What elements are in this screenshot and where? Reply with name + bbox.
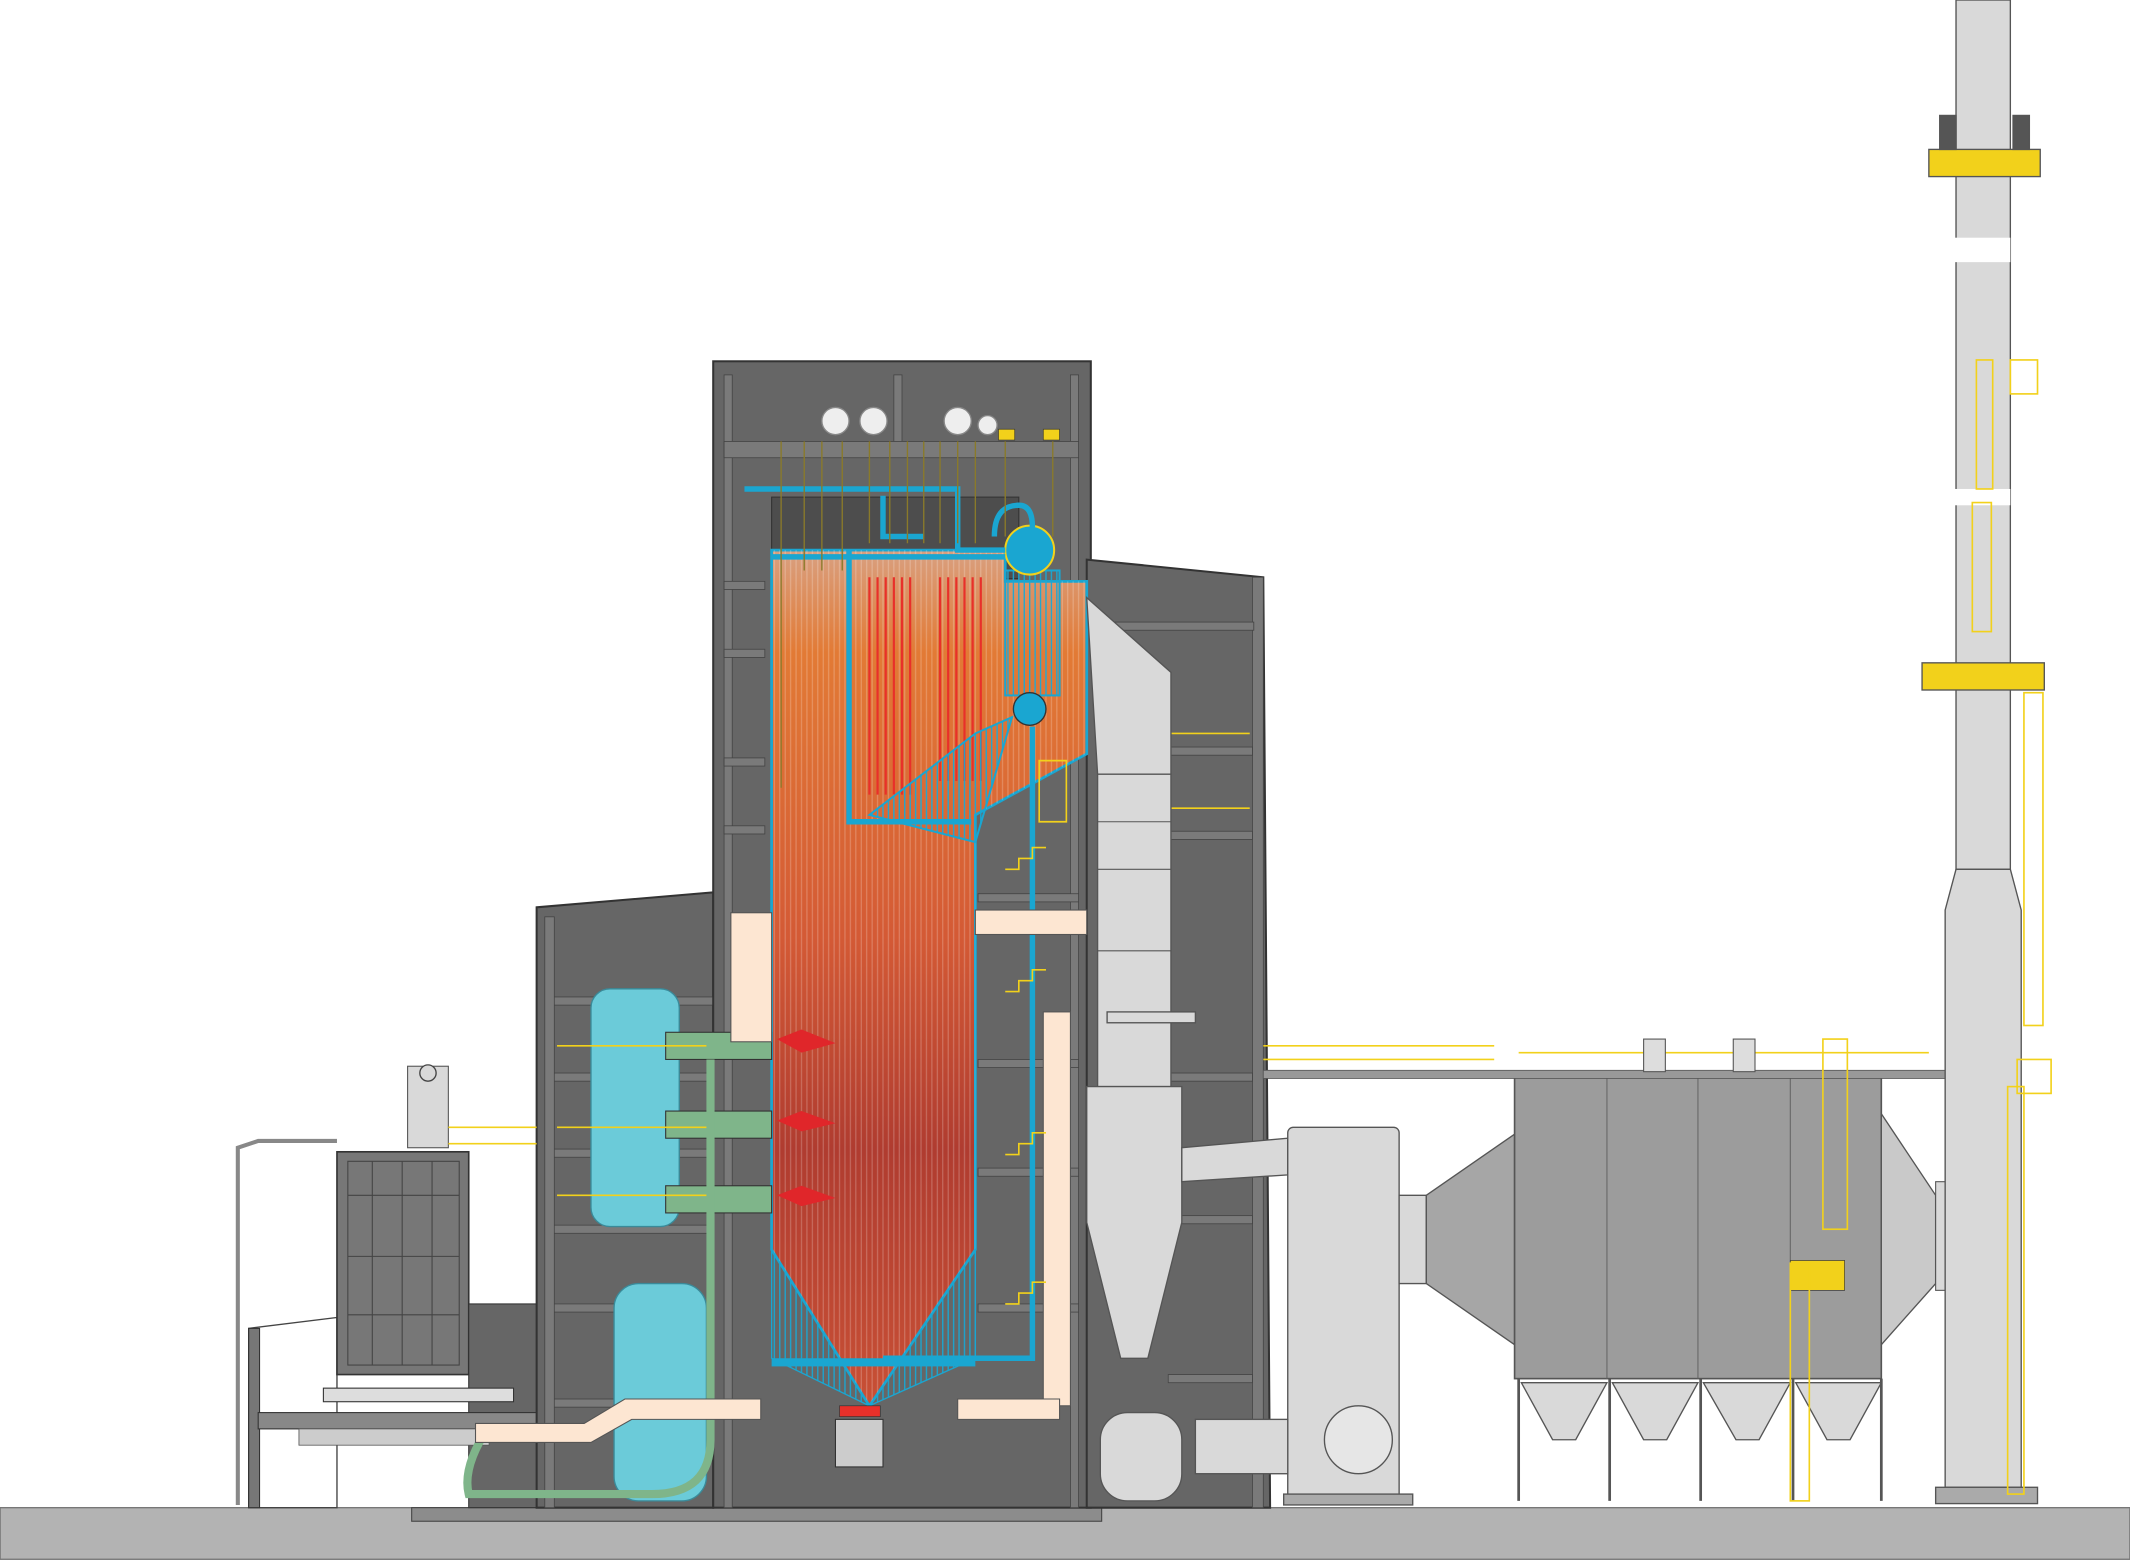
ash-outlet — [839, 1405, 881, 1418]
valve-actuator — [998, 428, 1016, 441]
furnace-hopper-left — [770, 1247, 872, 1408]
hanger-rods — [780, 441, 1054, 788]
filter-support-legs — [1517, 1378, 1883, 1501]
flame-icon — [777, 1029, 836, 1053]
filter-top-valves — [1643, 1038, 1756, 1073]
foundation-slab — [411, 1507, 1103, 1522]
steam-piping — [744, 486, 1036, 1361]
furnace-hopper-right — [867, 1247, 977, 1408]
bottom-header — [771, 1358, 976, 1367]
flame-icon — [777, 1185, 836, 1207]
burner-lower — [665, 1185, 836, 1214]
mud-drum — [1012, 692, 1047, 726]
valve-actuator — [1042, 428, 1060, 441]
filter-hoppers — [1520, 1382, 1883, 1441]
chimney-stack — [1921, 0, 2045, 1505]
filter-ladder-lower — [1789, 1262, 1811, 1502]
flue-gas-building-frame — [1097, 576, 1264, 1509]
economizer — [867, 715, 1014, 844]
convection-bank — [1004, 569, 1061, 697]
combustion-air-ducts — [474, 909, 1088, 1444]
id-fan — [1181, 1126, 1427, 1506]
burner-middle — [665, 1110, 836, 1139]
handrails — [448, 732, 1929, 1305]
flue-gas-duct — [1085, 596, 1197, 1502]
cyclone — [1086, 1085, 1183, 1359]
water-tank-lower — [613, 1282, 708, 1502]
bag-filter — [1262, 1038, 1971, 1502]
screw-conveyor — [322, 1387, 515, 1403]
boiler-building-frame — [723, 374, 1079, 1509]
duct-flanges — [1097, 821, 1171, 952]
fuel-pipe — [463, 1059, 715, 1499]
flame-icon — [777, 1111, 836, 1132]
superheater-tubes — [868, 577, 982, 795]
steam-drum — [1004, 524, 1056, 576]
filter-ladder — [1822, 1038, 1849, 1231]
fuel-storage-building — [235, 1064, 538, 1509]
water-tank-upper — [590, 988, 680, 1228]
safety-valves — [821, 406, 998, 436]
stack-ladders — [1971, 359, 2052, 1495]
